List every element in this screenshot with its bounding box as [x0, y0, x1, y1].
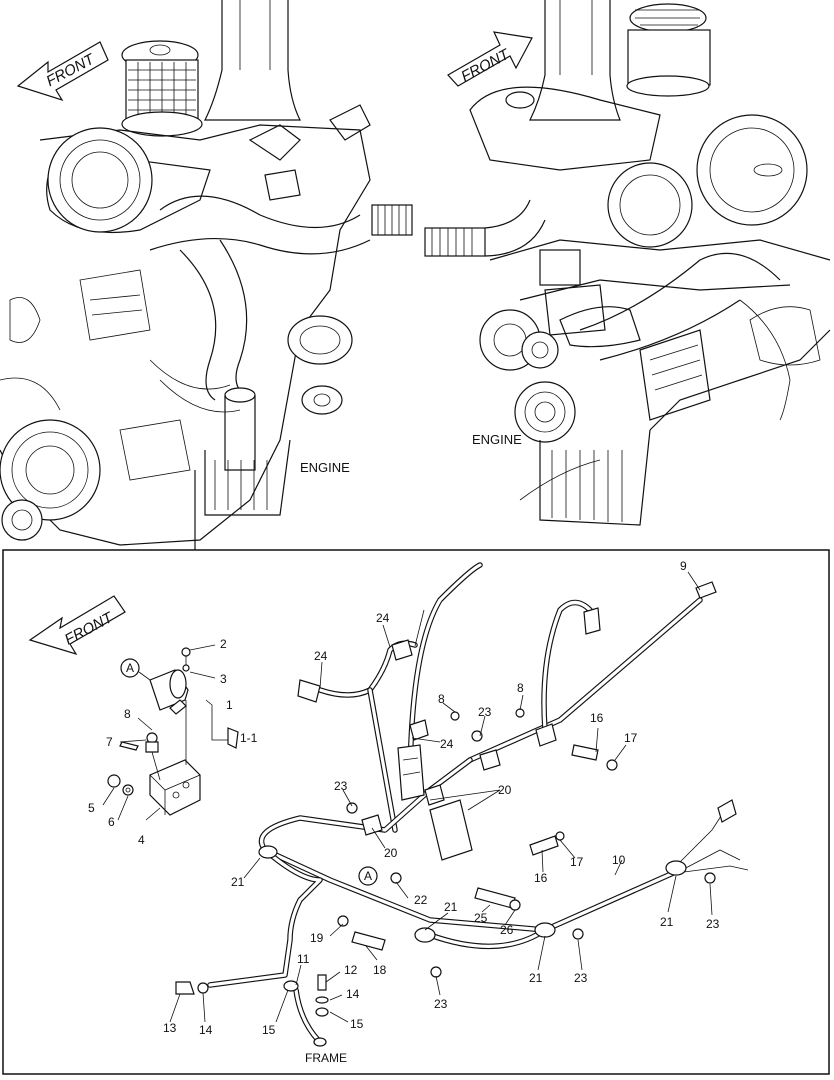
leader-lines [102, 571, 713, 1023]
detail-marker: A [364, 869, 372, 883]
callout-21: 21 [529, 971, 543, 985]
top-right-engine-view: FRONT [424, 0, 831, 526]
callout-23: 23 [478, 705, 492, 719]
callout-8: 8 [438, 692, 445, 706]
callout-labels: 1 1-1 2 3 4 5 6 7 8 8 8 9 10 11 12 13 14… [88, 559, 720, 1037]
callout-14: 14 [346, 987, 360, 1001]
alternator-left [287, 315, 353, 415]
callout-20: 20 [384, 846, 398, 860]
engine-label: ENGINE [472, 432, 522, 447]
callout-1: 1 [226, 698, 233, 712]
callout-8: 8 [517, 681, 524, 695]
callout-21: 21 [660, 915, 674, 929]
callout-19: 19 [310, 931, 324, 945]
callout-13: 13 [163, 1021, 177, 1035]
callout-20: 20 [498, 783, 512, 797]
air-cleaner-cap [121, 40, 203, 137]
callout-12: 12 [344, 963, 358, 977]
air-cleaner-right [696, 114, 808, 226]
callout-8: 8 [124, 707, 131, 721]
callout-4: 4 [138, 833, 145, 847]
callout-21: 21 [444, 900, 458, 914]
callout-18: 18 [373, 963, 387, 977]
callout-15: 15 [350, 1017, 364, 1031]
callout-15: 15 [262, 1023, 276, 1037]
flywheel-left [0, 419, 101, 541]
detail-frame [2, 549, 830, 1075]
callout-24: 24 [376, 611, 390, 625]
callout-16: 16 [534, 871, 548, 885]
callout-17: 17 [570, 855, 584, 869]
bottom-detail-view: FRONT A [28, 559, 749, 1065]
callout-16: 16 [590, 711, 604, 725]
front-label: FRONT [458, 45, 513, 85]
relay-assembly: A [107, 647, 239, 816]
front-arrow-bottom: FRONT [28, 595, 126, 656]
callout-23: 23 [706, 917, 720, 931]
callout-7: 7 [106, 735, 113, 749]
callout-1-1: 1-1 [240, 731, 258, 745]
front-label: FRONT [62, 608, 117, 648]
callout-3: 3 [220, 672, 227, 686]
callout-10: 10 [612, 853, 626, 867]
engine-label: ENGINE [300, 460, 350, 475]
corrugated-hose-right [424, 199, 546, 257]
callout-24: 24 [440, 737, 454, 751]
callout-14: 14 [199, 1023, 213, 1037]
wire-harness: A [175, 562, 749, 1047]
callout-9: 9 [680, 559, 687, 573]
detail-marker: A [126, 661, 134, 675]
callout-22: 22 [414, 893, 428, 907]
callout-2: 2 [220, 637, 227, 651]
pulley-right [479, 309, 576, 443]
callout-21: 21 [231, 875, 245, 889]
top-left-engine-view: FRONT [0, 0, 413, 550]
callout-5: 5 [88, 801, 95, 815]
frame-label: FRAME [305, 1051, 347, 1065]
front-arrow-right: FRONT [447, 31, 533, 87]
callout-6: 6 [108, 815, 115, 829]
front-arrow-left: FRONT [16, 41, 109, 102]
callout-23: 23 [434, 997, 448, 1011]
corrugated-hose-left [371, 204, 413, 236]
callout-23: 23 [334, 779, 348, 793]
callout-23: 23 [574, 971, 588, 985]
callout-26: 26 [500, 923, 514, 937]
callout-17: 17 [624, 731, 638, 745]
callout-11: 11 [297, 952, 310, 966]
callout-24: 24 [314, 649, 328, 663]
callout-25: 25 [474, 911, 488, 925]
